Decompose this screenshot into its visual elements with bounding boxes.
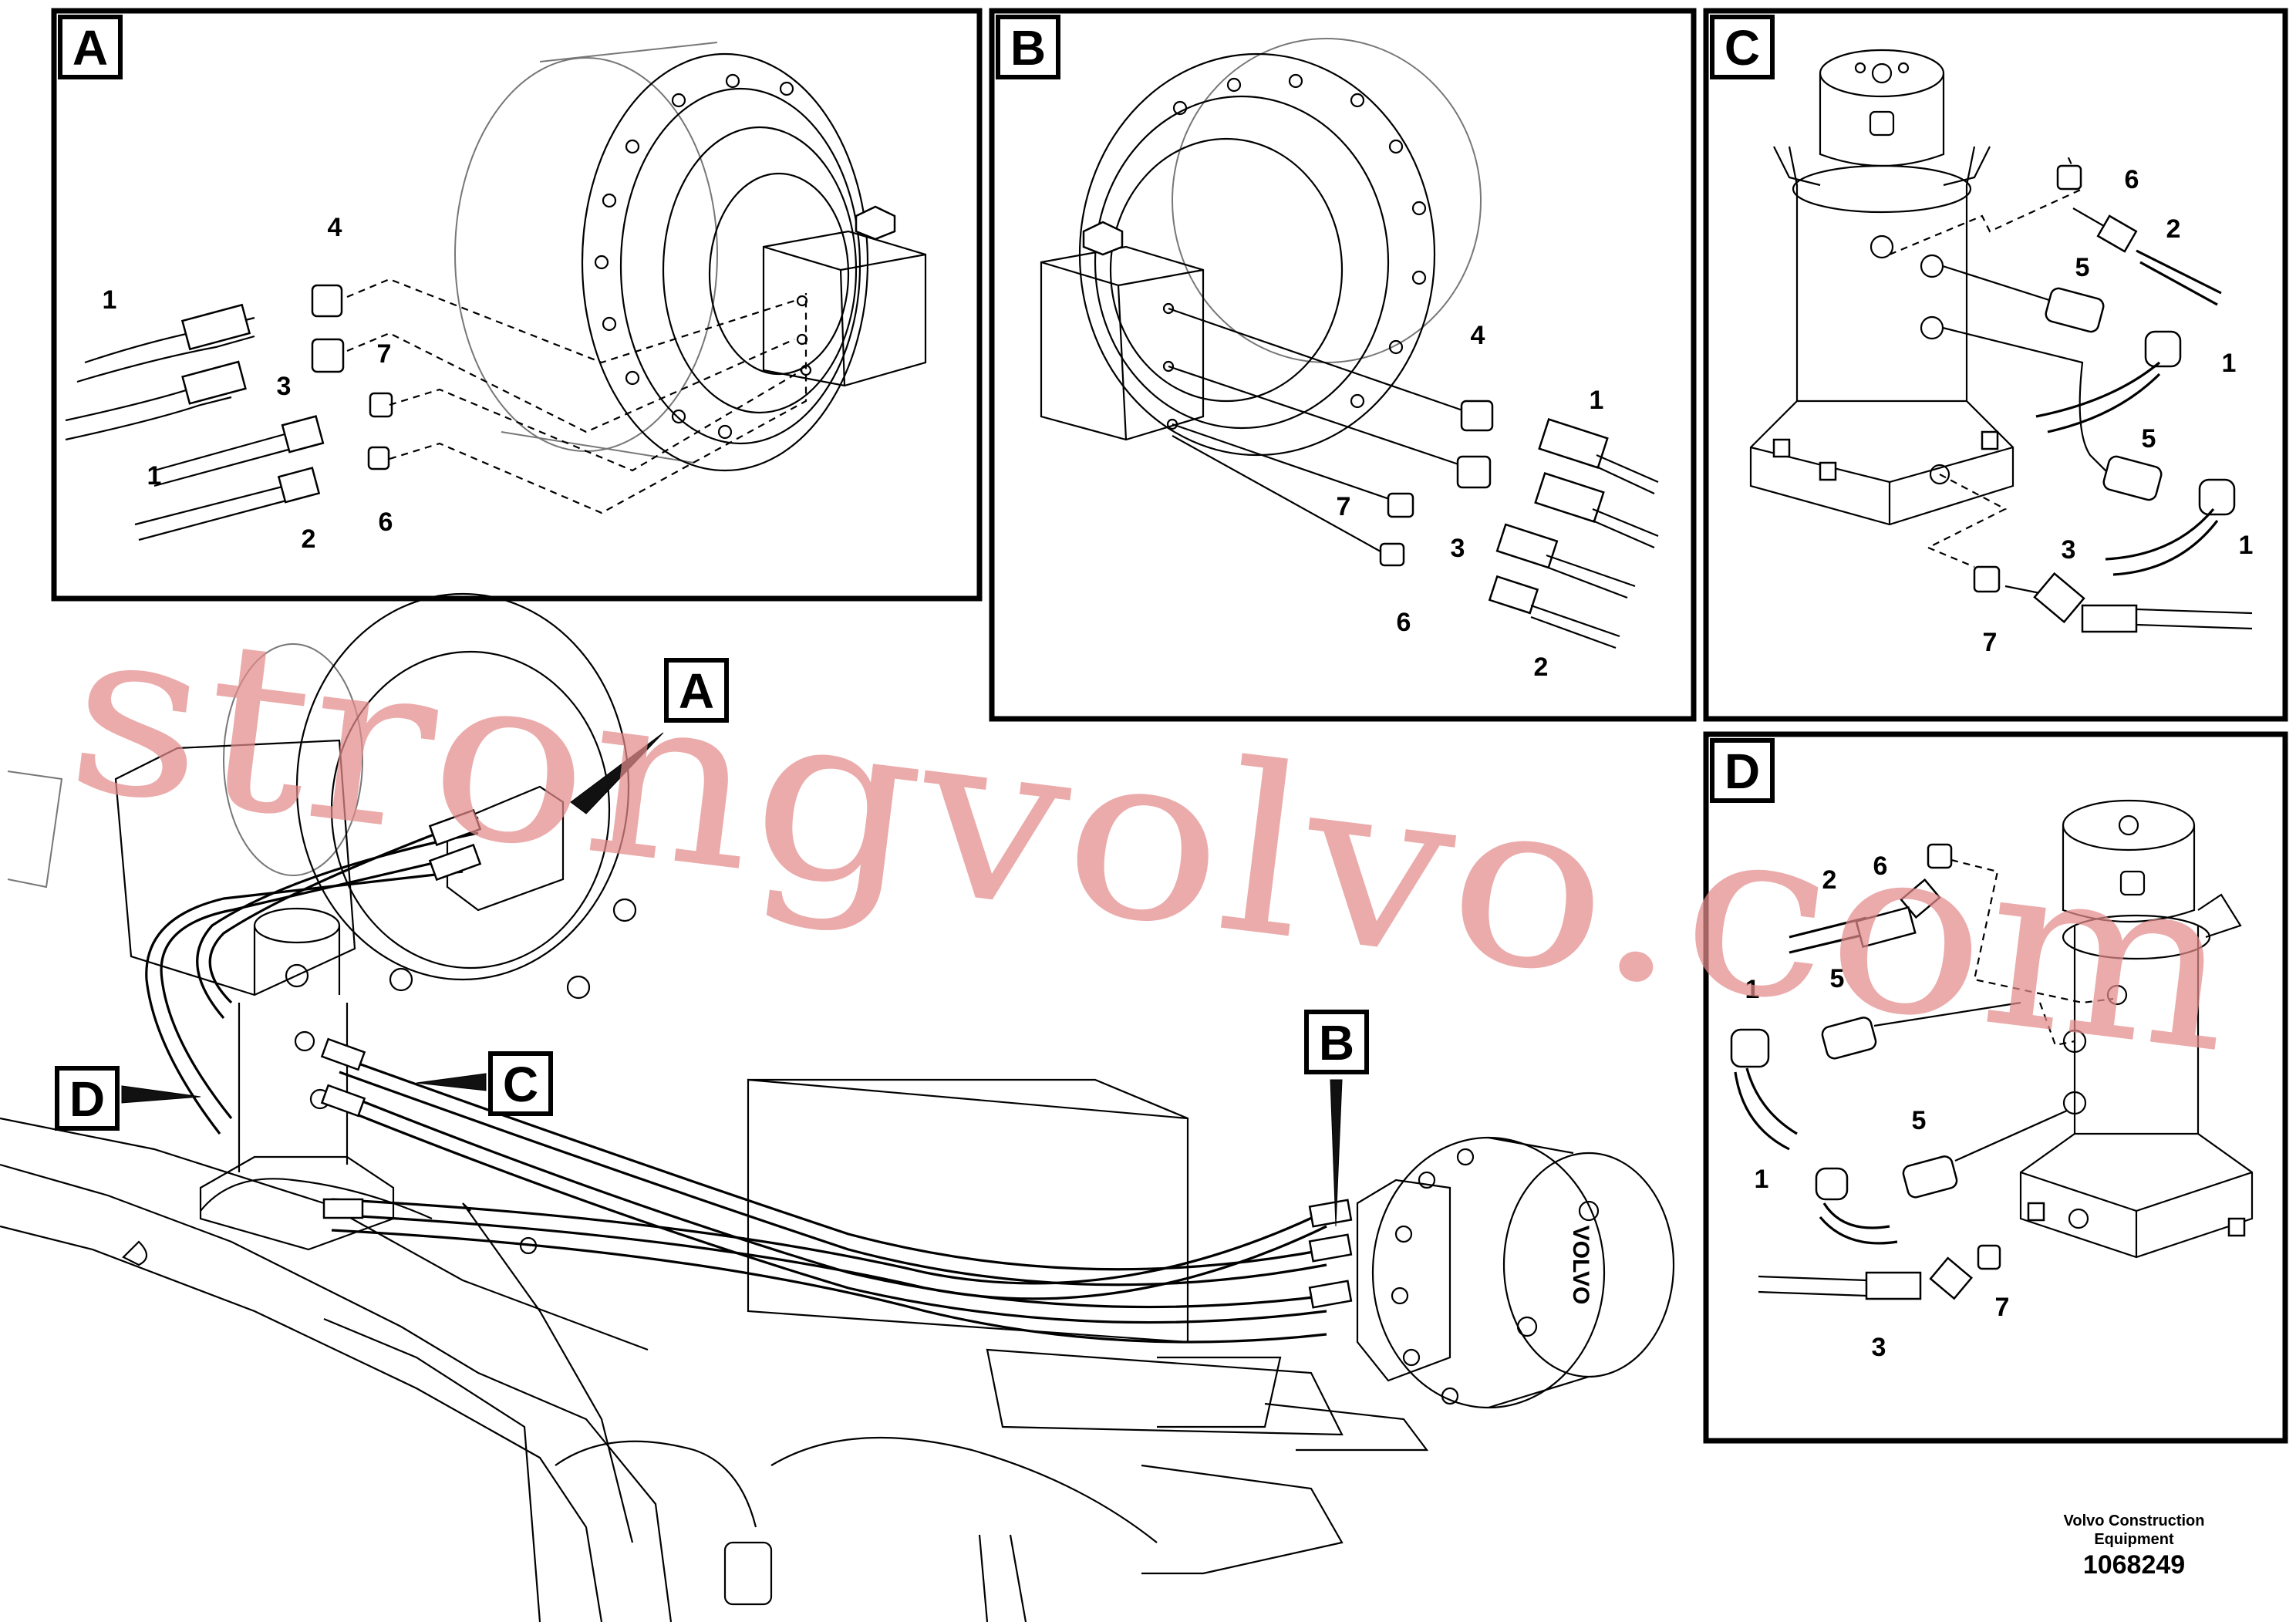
- detail-panel-a: A: [51, 8, 983, 602]
- panel-a-label: A: [72, 20, 108, 76]
- callout-d-2: 2: [1822, 865, 1837, 895]
- hose-assembly-b: [1168, 307, 1659, 649]
- callout-a-6: 6: [379, 508, 393, 537]
- hose-assembly-d: [1730, 843, 2114, 1300]
- callout-b-7: 7: [1337, 492, 1351, 521]
- callout-a-4: 4: [328, 213, 342, 242]
- callout-b-4: 4: [1471, 321, 1485, 350]
- callout-d-5-lower: 5: [1912, 1106, 1927, 1135]
- svg-text:A: A: [679, 663, 714, 719]
- callout-d-1-lower: 1: [1755, 1165, 1769, 1194]
- detail-panel-c: C: [1703, 8, 2288, 722]
- callout-a-1-lower: 1: [147, 461, 162, 491]
- callout-d-7: 7: [1995, 1293, 2010, 1322]
- callout-a-7: 7: [377, 339, 392, 369]
- callout-b-2: 2: [1534, 653, 1549, 682]
- panel-c-label: C: [1725, 20, 1760, 76]
- swivel-joint-drawing-d: [2019, 799, 2254, 1259]
- callout-d-1-upper: 1: [1745, 975, 1760, 1004]
- hose-assembly-c: [1889, 153, 2253, 633]
- callout-c-1-upper: 1: [2222, 349, 2237, 378]
- motor-badge: VOLVO: [1568, 1226, 1593, 1305]
- callout-c-1-lower: 1: [2239, 531, 2254, 560]
- callout-c-5-lower: 5: [2142, 424, 2156, 454]
- footer-company: Volvo Construction Equipment: [2063, 1512, 2205, 1548]
- panel-b-label: B: [1010, 20, 1046, 76]
- callout-a-1-upper: 1: [103, 285, 117, 315]
- detail-panel-d: D: [1703, 731, 2288, 1444]
- travel-motor-drawing-b: [1040, 38, 1482, 457]
- callout-b-6: 6: [1397, 608, 1411, 637]
- callout-a-3: 3: [277, 372, 292, 401]
- pointer-label-a: A: [570, 658, 729, 814]
- svg-text:D: D: [69, 1071, 105, 1127]
- callout-b-3: 3: [1451, 534, 1465, 563]
- callout-c-3: 3: [2062, 535, 2076, 565]
- callout-d-6: 6: [1873, 851, 1888, 881]
- callout-c-6: 6: [2125, 165, 2139, 194]
- panel-d-label: D: [1725, 744, 1760, 799]
- callout-d-3: 3: [1872, 1333, 1886, 1362]
- detail-panel-b: B: [989, 8, 1697, 722]
- travel-motor-drawing-a: [454, 42, 927, 472]
- callout-b-1: 1: [1590, 386, 1604, 415]
- overview-drawing: VOLVO: [0, 592, 1675, 1622]
- callout-d-5-upper: 5: [1830, 964, 1845, 993]
- pointer-label-c: C: [416, 1051, 553, 1116]
- callout-c-5-upper: 5: [2075, 253, 2090, 282]
- svg-text:B: B: [1319, 1015, 1354, 1071]
- pointer-label-b: B: [1304, 1010, 1369, 1227]
- svg-text:C: C: [503, 1057, 538, 1112]
- footer-part-number: 1068249: [2082, 1550, 2186, 1580]
- callout-c-7: 7: [1983, 628, 1998, 657]
- hose-assembly-a: [65, 278, 807, 541]
- callout-a-2: 2: [302, 524, 316, 554]
- callout-c-2: 2: [2166, 214, 2181, 244]
- swivel-joint-drawing-c: [1749, 49, 2014, 526]
- pointer-label-d: D: [55, 1066, 201, 1131]
